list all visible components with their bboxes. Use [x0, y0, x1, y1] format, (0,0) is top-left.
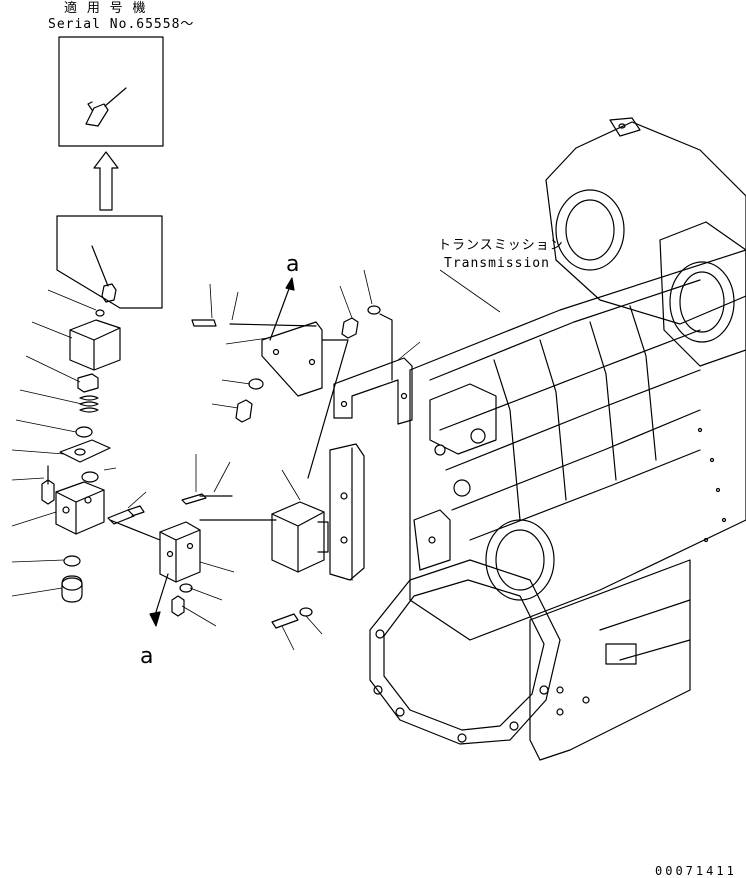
detail-box-old — [56, 215, 163, 317]
angle-bracket — [333, 269, 421, 425]
callout-a-bottom: a — [140, 644, 154, 669]
control-valve — [271, 443, 365, 581]
drawing-number: 00071411 — [655, 864, 737, 878]
callout-arrows — [149, 277, 295, 627]
detail-box-new — [58, 36, 164, 147]
callout-a-top: a — [286, 252, 300, 277]
lower-fasteners — [271, 607, 323, 651]
leader-transmission — [439, 269, 501, 313]
applicability-heading: 適 用 号 機 — [64, 1, 147, 16]
transmission-housing — [369, 117, 746, 761]
left-parts-column — [41, 319, 145, 603]
serial-number-label: Serial No.65558～ — [48, 17, 195, 32]
upgrade-arrow — [93, 151, 119, 211]
leader-lines-left — [11, 289, 147, 597]
lower-bracket — [109, 454, 277, 627]
transmission-label-jp: トランスミッション — [438, 238, 564, 253]
upper-bracket — [191, 283, 349, 479]
transmission-label-en: Transmission — [444, 256, 550, 271]
